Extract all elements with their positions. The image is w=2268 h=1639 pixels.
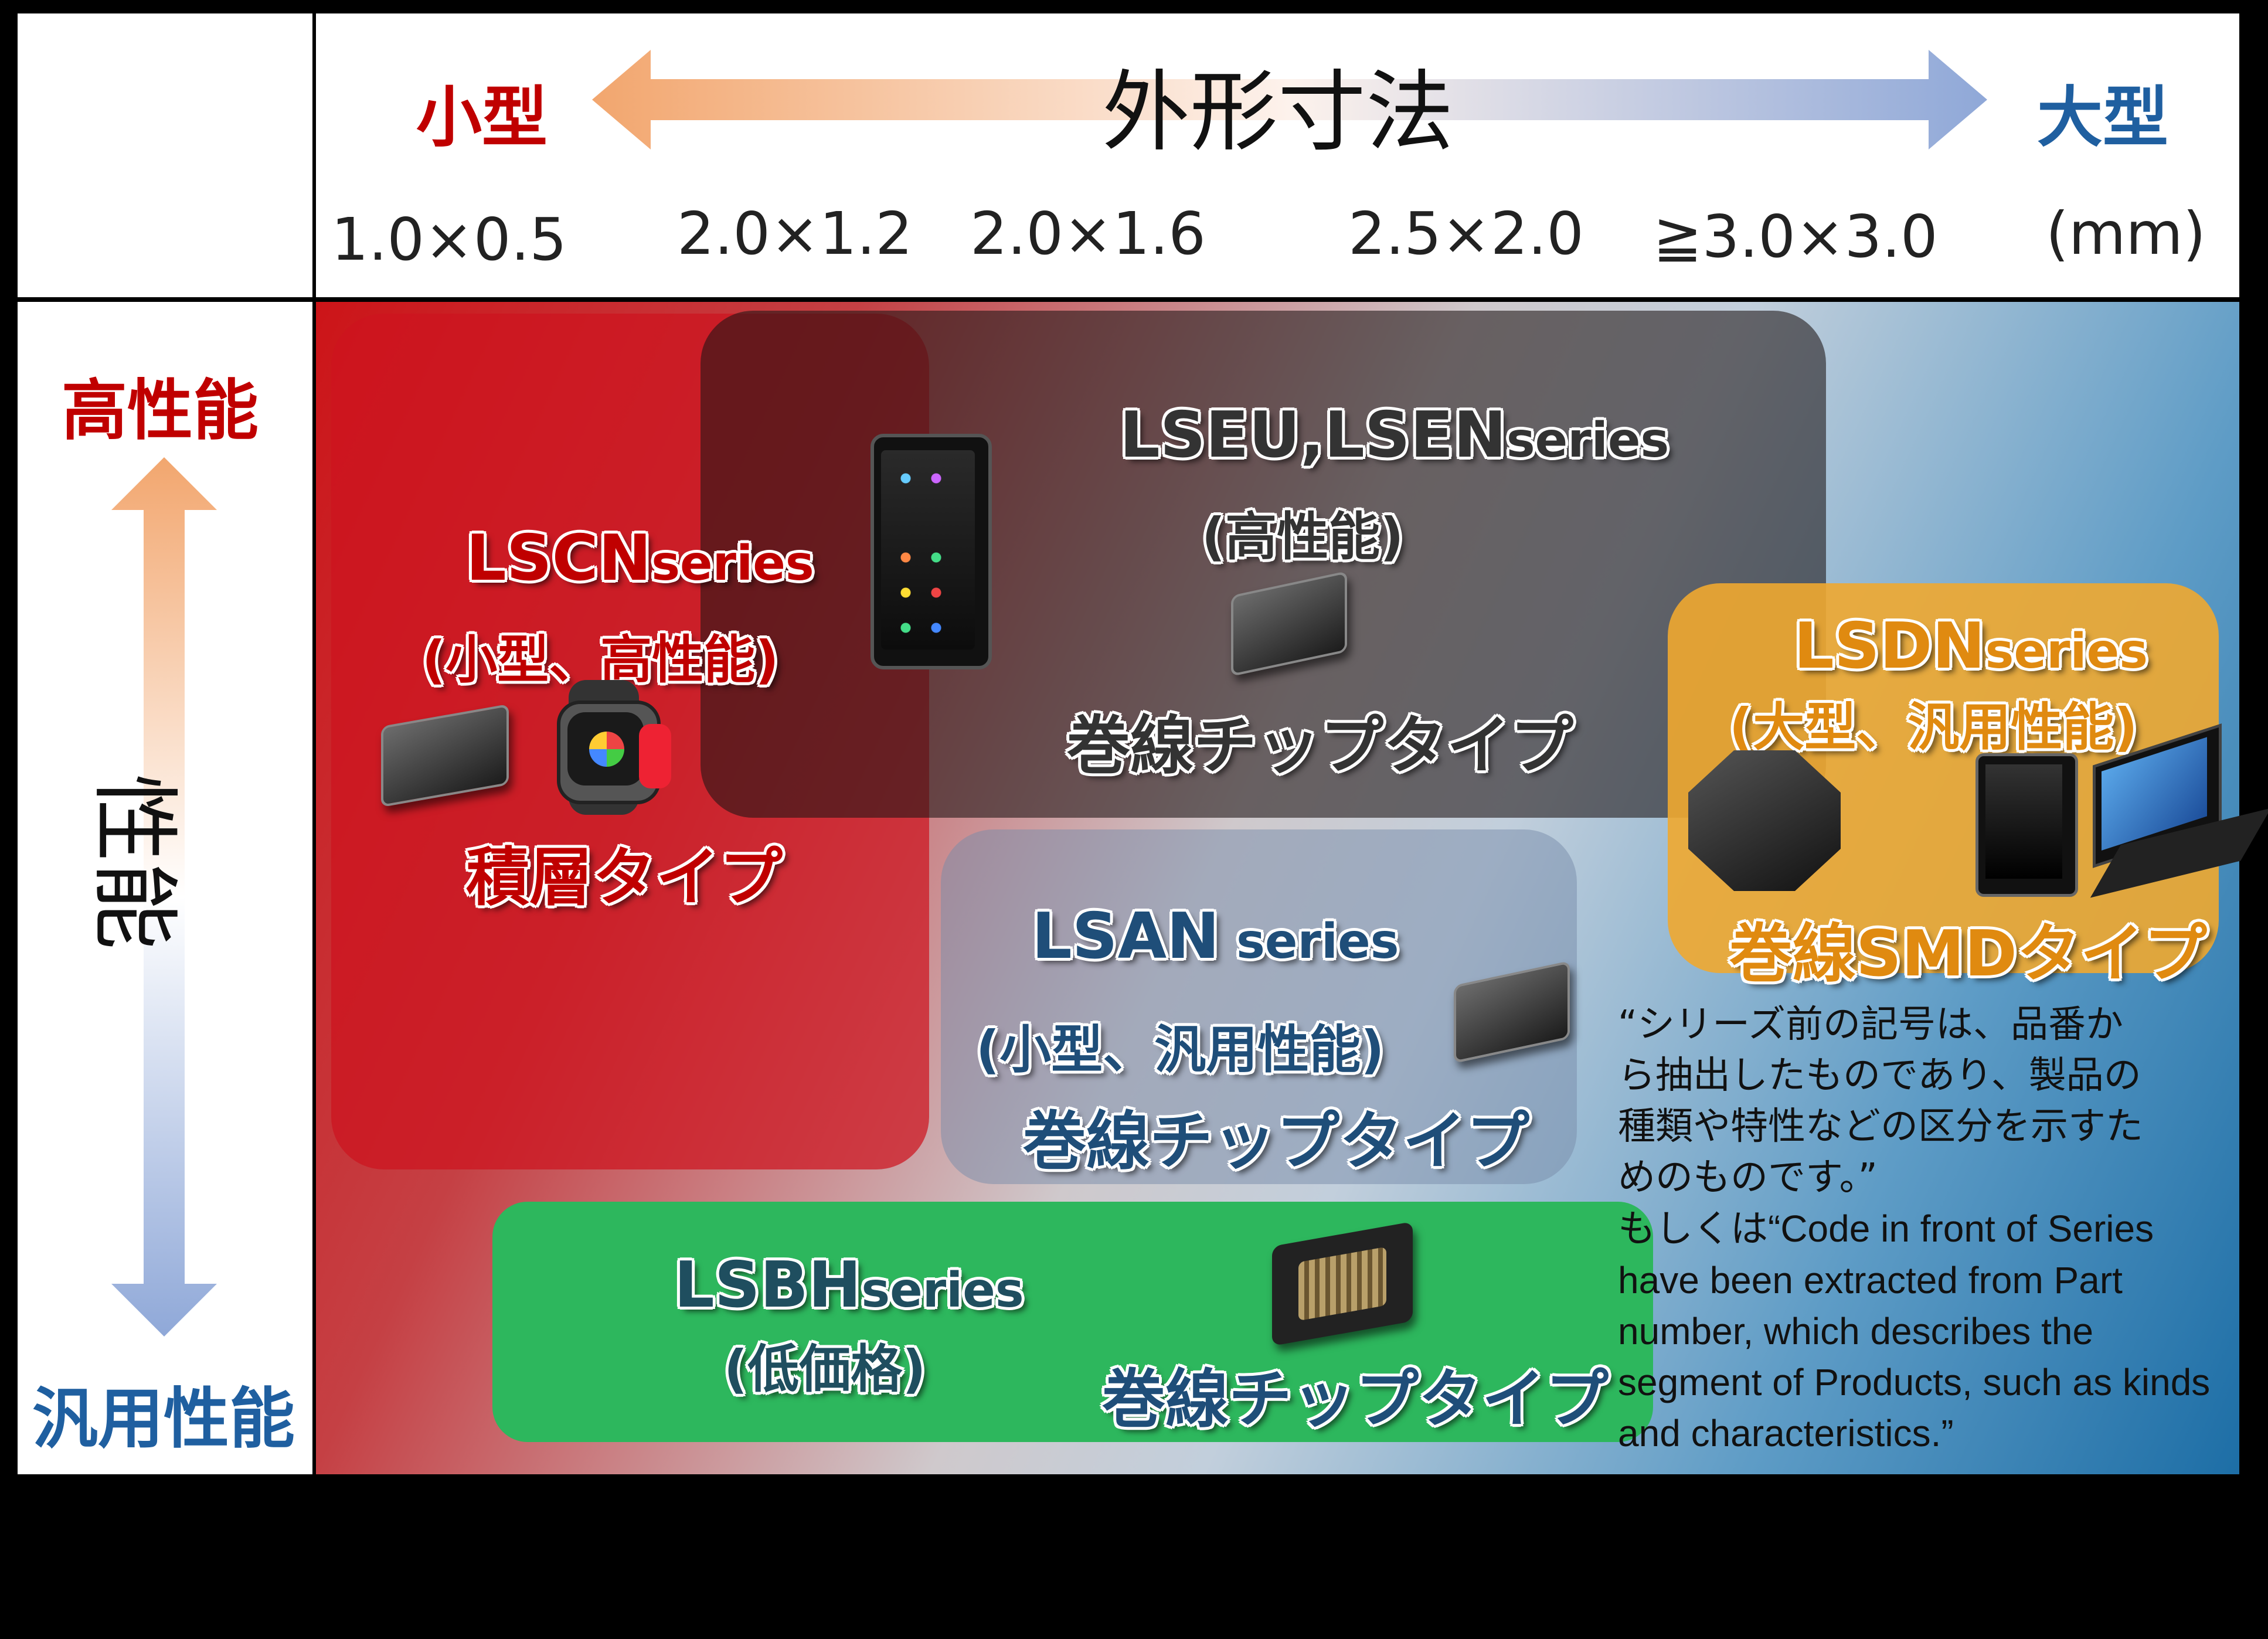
note-en-line: have been extracted from Part — [1618, 1259, 2123, 1301]
note-en-line: もしくは“Code in front of Series — [1618, 1203, 2239, 1255]
dimension-3: 2.0×1.6 — [970, 199, 1206, 268]
note-jp-line: 種類や特性などの区分を示すた — [1618, 1105, 2143, 1148]
note-en-text: “Code in front of Series — [1768, 1208, 2154, 1250]
note-en-line: and characteristics.” — [1618, 1412, 1954, 1454]
vertical-divider — [312, 11, 316, 1477]
unit-label: (mm) — [2046, 199, 2206, 268]
dimension-5: ≧3.0×3.0 — [1653, 202, 1938, 271]
lsan-title: LSAN series — [1032, 900, 1399, 973]
lseu-desc: (高性能) — [1202, 506, 1404, 567]
note-jp-line: めのものです。” — [1618, 1156, 1878, 1199]
lsbh-title: LSBHseries — [674, 1249, 1024, 1322]
lseu-title: LSEU,LSENseries — [1120, 399, 1669, 472]
lscn-desc: (小型、高性能) — [422, 630, 779, 690]
lscn-type: 積層タイプ — [466, 841, 783, 914]
dimension-4: 2.5×2.0 — [1348, 199, 1584, 268]
lsdn-desc: (大型、汎用性能) — [1729, 697, 2138, 757]
smartphone-icon — [871, 434, 992, 669]
general-performance-label: 汎用性能 — [32, 1381, 295, 1457]
smd-inductor-icon — [1688, 750, 1841, 891]
note-jp-line: ら抽出したものであり、製品の — [1618, 1054, 2141, 1097]
lsdn-title: LSDNseries — [1794, 610, 2148, 683]
lseu-type: 巻線チップタイプ — [1067, 709, 1574, 783]
laptop-icon — [2081, 723, 2268, 898]
lsdn-type: 巻線SMDタイプ — [1729, 917, 2207, 991]
lsbh-region — [492, 1202, 1653, 1442]
lsan-desc: (小型、汎用性能) — [976, 1019, 1385, 1080]
note-en-line: number, which describes the — [1618, 1310, 2094, 1352]
note-jp-line: “シリーズ前の記号は、品番か — [1618, 1003, 2123, 1046]
performance-axis-arrow — [111, 457, 217, 1337]
size-axis-title: 外形寸法 — [1102, 62, 1454, 164]
high-performance-label: 高性能 — [62, 373, 259, 449]
note-en-prefix: もしくは — [1618, 1208, 1768, 1251]
note-en-line: segment of Products, such as kinds — [1618, 1361, 2211, 1403]
size-axis-arrow — [592, 50, 1987, 149]
dimension-1: 1.0×0.5 — [331, 205, 567, 274]
lscn-title: LSCNseries — [466, 522, 814, 595]
lsan-type: 巻線チップタイプ — [1023, 1105, 1530, 1178]
dimension-2: 2.0×1.2 — [677, 199, 913, 268]
performance-axis-title: 性能 — [83, 774, 185, 950]
smartwatch-icon — [551, 680, 671, 815]
lsbh-type: 巻線チップタイプ — [1102, 1363, 1609, 1436]
large-size-label: 大型 — [2037, 80, 2168, 156]
horizontal-divider — [15, 297, 2242, 302]
series-code-note: “シリーズ前の記号は、品番か ら抽出したものであり、製品の 種類や特性などの区分… — [1618, 999, 2239, 1459]
tablet-icon — [1975, 753, 2078, 897]
lsbh-desc: (低価格) — [724, 1339, 926, 1399]
small-size-label: 小型 — [416, 80, 548, 156]
